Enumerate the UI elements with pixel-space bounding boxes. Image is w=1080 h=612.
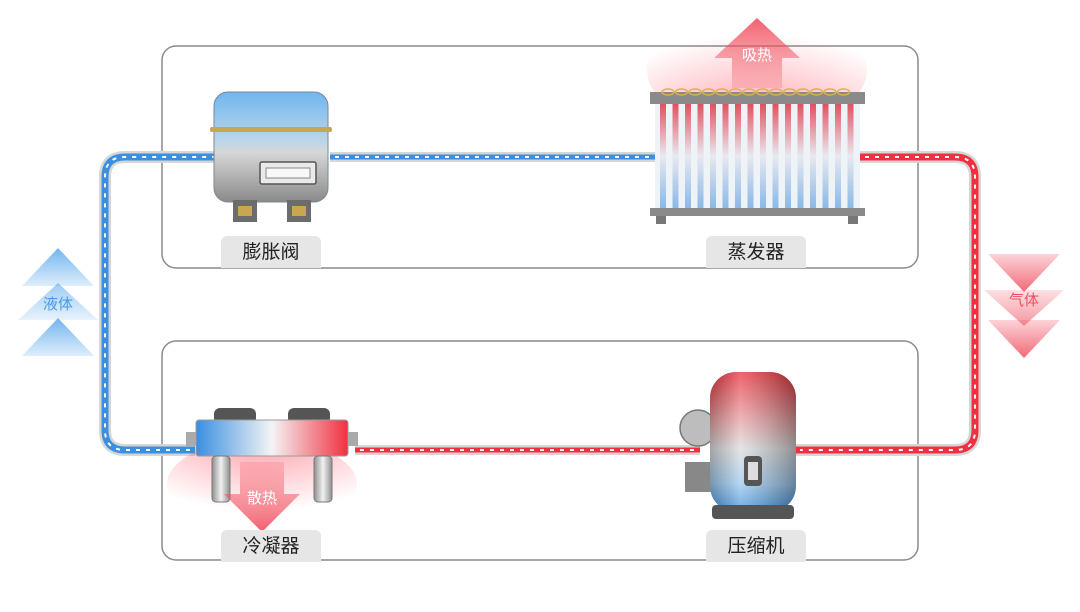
gas-label: 气体 [1009, 291, 1039, 309]
expansion-valve-label: 膨胀阀 [221, 236, 321, 268]
evaporator-label: 蒸发器 [706, 236, 806, 268]
liquid-label: 液体 [43, 295, 73, 313]
compressor-label: 压缩机 [706, 530, 806, 562]
condenser-label: 冷凝器 [221, 530, 321, 562]
absorb-heat-label: 吸热 [742, 46, 772, 64]
pipe-loop [99, 151, 981, 456]
evaporator [650, 88, 865, 224]
compressor [679, 372, 796, 519]
condenser [167, 408, 358, 532]
gas-flow-arrows [984, 254, 1064, 358]
liquid-flow-arrows [18, 248, 98, 356]
expansion-valve [210, 91, 332, 222]
release-heat-label: 散热 [247, 489, 277, 507]
